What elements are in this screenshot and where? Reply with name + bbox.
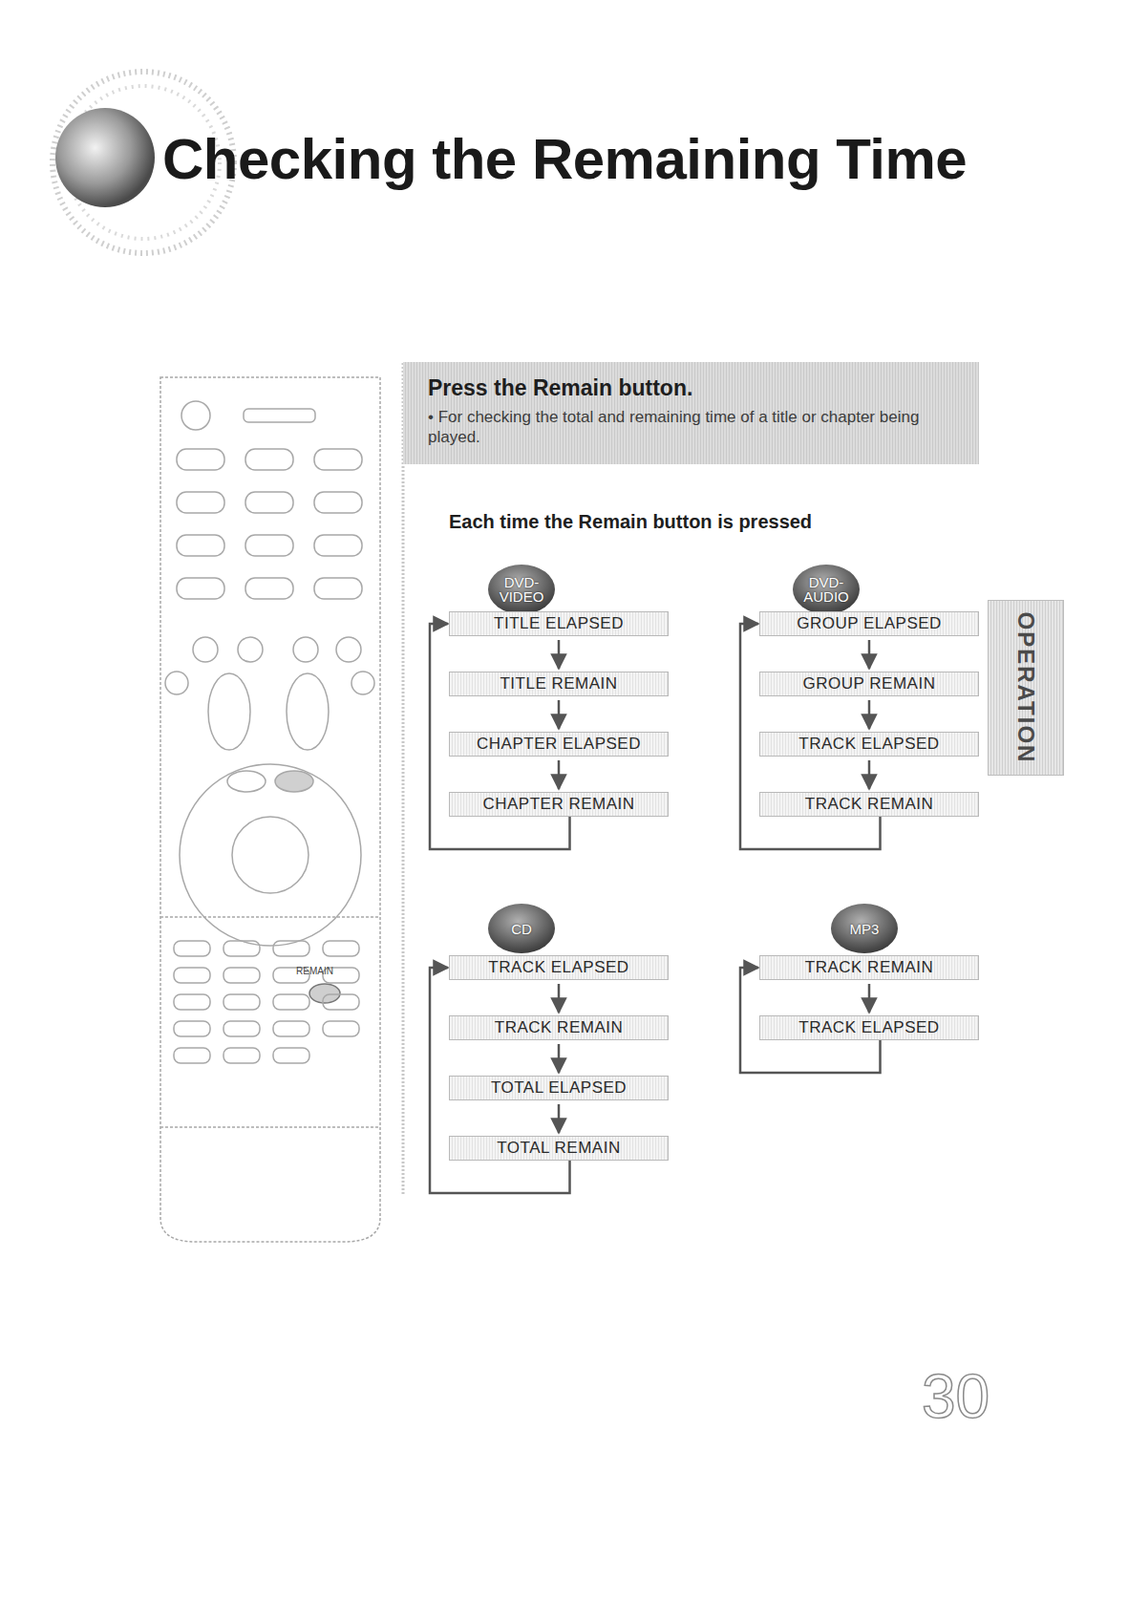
cycle-arrow [557,983,561,1013]
disc-badge: MP3 [830,902,899,955]
cycle-arrow [868,760,872,789]
node-label: TRACK REMAIN [805,794,934,814]
node-label: DVD- VIDEO [496,574,547,604]
node-label: TRACK REMAIN [494,1018,623,1038]
display-step-box: TOTAL ELAPSED [448,1075,669,1101]
node-label: OPERATION [1012,612,1040,765]
node-label: TITLE REMAIN [499,674,618,694]
remote-control [160,377,381,1242]
display-step-box: TRACK REMAIN [759,955,980,980]
node-label: DVD- AUDIO [801,574,852,604]
node-label: GROUP REMAIN [803,674,937,694]
node-label: TITLE ELAPSED [493,614,624,634]
node-label: TRACK ELAPSED [798,734,939,754]
disc-badge: DVD- VIDEO [487,563,556,616]
node-label: MP3 [839,921,890,937]
instruction-caption: Each time the Remain button is pressed [448,510,812,533]
section-tab: OPERATION [987,599,1065,776]
disc-badge: DVD- AUDIO [791,563,861,616]
node-label: TRACK REMAIN [805,957,934,978]
node-label: GROUP ELAPSED [796,614,942,634]
cycle-arrow [868,983,872,1013]
node-label: CHAPTER REMAIN [482,794,635,814]
instruction-note: • For checking the total and remaining t… [427,406,960,447]
node-label: CD [496,921,547,937]
cycle-arrow [557,1104,561,1133]
cycle-arrow [557,760,561,789]
instruction-heading: Press the Remain button. [427,375,960,402]
divider-line [402,362,405,1194]
node-label: TRACK ELAPSED [488,957,629,978]
cycle-arrow [557,639,561,669]
cycle-arrow [557,700,561,729]
display-step-box: TRACK ELAPSED [448,955,669,980]
node-label: TOTAL REMAIN [496,1138,620,1158]
display-step-box: GROUP ELAPSED [759,611,980,637]
display-step-box: TRACK ELAPSED [759,731,980,757]
cycle-arrow [868,700,872,729]
display-step-box: GROUP REMAIN [759,671,980,697]
cycle-arrow [868,639,872,669]
page-title: Checking the Remaining Time [162,126,967,192]
node-label: TOTAL ELAPSED [490,1078,627,1098]
node-label: TRACK ELAPSED [798,1018,939,1038]
display-step-box: CHAPTER REMAIN [448,791,669,817]
display-step-box: TITLE REMAIN [448,671,669,697]
node-label: CHAPTER ELAPSED [476,734,641,754]
disc-badge: CD [487,902,556,955]
page-number: 30 [921,1361,990,1432]
cycle-arrow [557,1043,561,1073]
display-step-box: TITLE ELAPSED [448,611,669,637]
display-step-box: TOTAL REMAIN [448,1135,669,1161]
display-step-box: CHAPTER ELAPSED [448,731,669,757]
instruction-band: Press the Remain button. • For checking t… [403,361,980,465]
display-step-box: TRACK ELAPSED [759,1015,980,1041]
display-step-box: TRACK REMAIN [448,1015,669,1041]
display-step-box: TRACK REMAIN [759,791,980,817]
button-label: REMAIN [296,965,334,977]
